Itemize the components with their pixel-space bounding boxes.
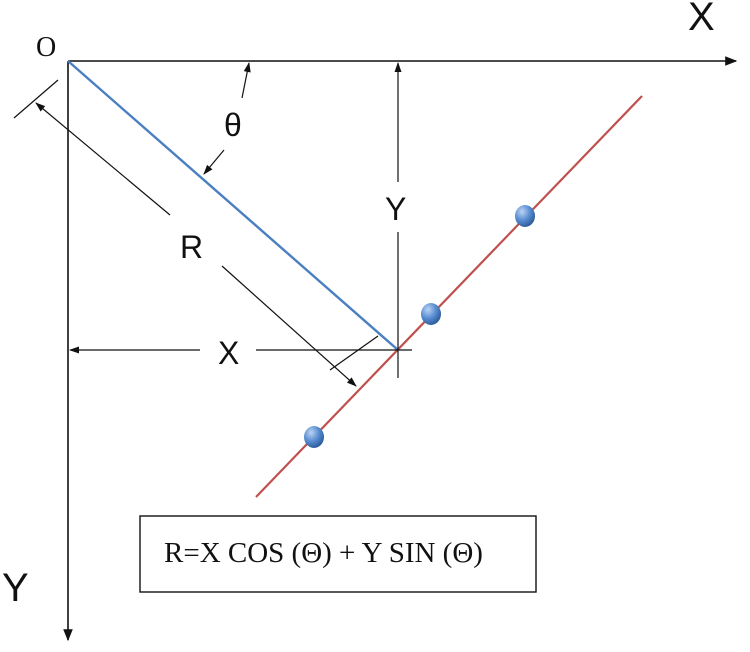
x-axis-label: X [688,0,715,39]
normal-line-r [67,60,399,351]
data-point [515,205,535,227]
data-points [304,205,535,448]
data-point [421,303,441,325]
theta-leader-bottom [203,149,225,175]
origin-label: O [36,32,56,63]
r-extension-tick [13,79,59,119]
r-dimension-lower [221,265,357,387]
theta-leader-top [241,62,251,99]
data-point [304,426,324,448]
y-dimension-label: Y [385,191,406,227]
theta-label: θ [224,107,242,143]
r-extension-end [329,335,379,371]
formula-box [139,515,537,593]
r-label: R [180,229,203,265]
x-dimension-label: X [218,335,239,371]
y-axis-label: Y [2,566,29,610]
r-dimension-upper [35,102,171,216]
formula-text: R=X COS (Θ) + Y SIN (Θ) [164,537,483,569]
